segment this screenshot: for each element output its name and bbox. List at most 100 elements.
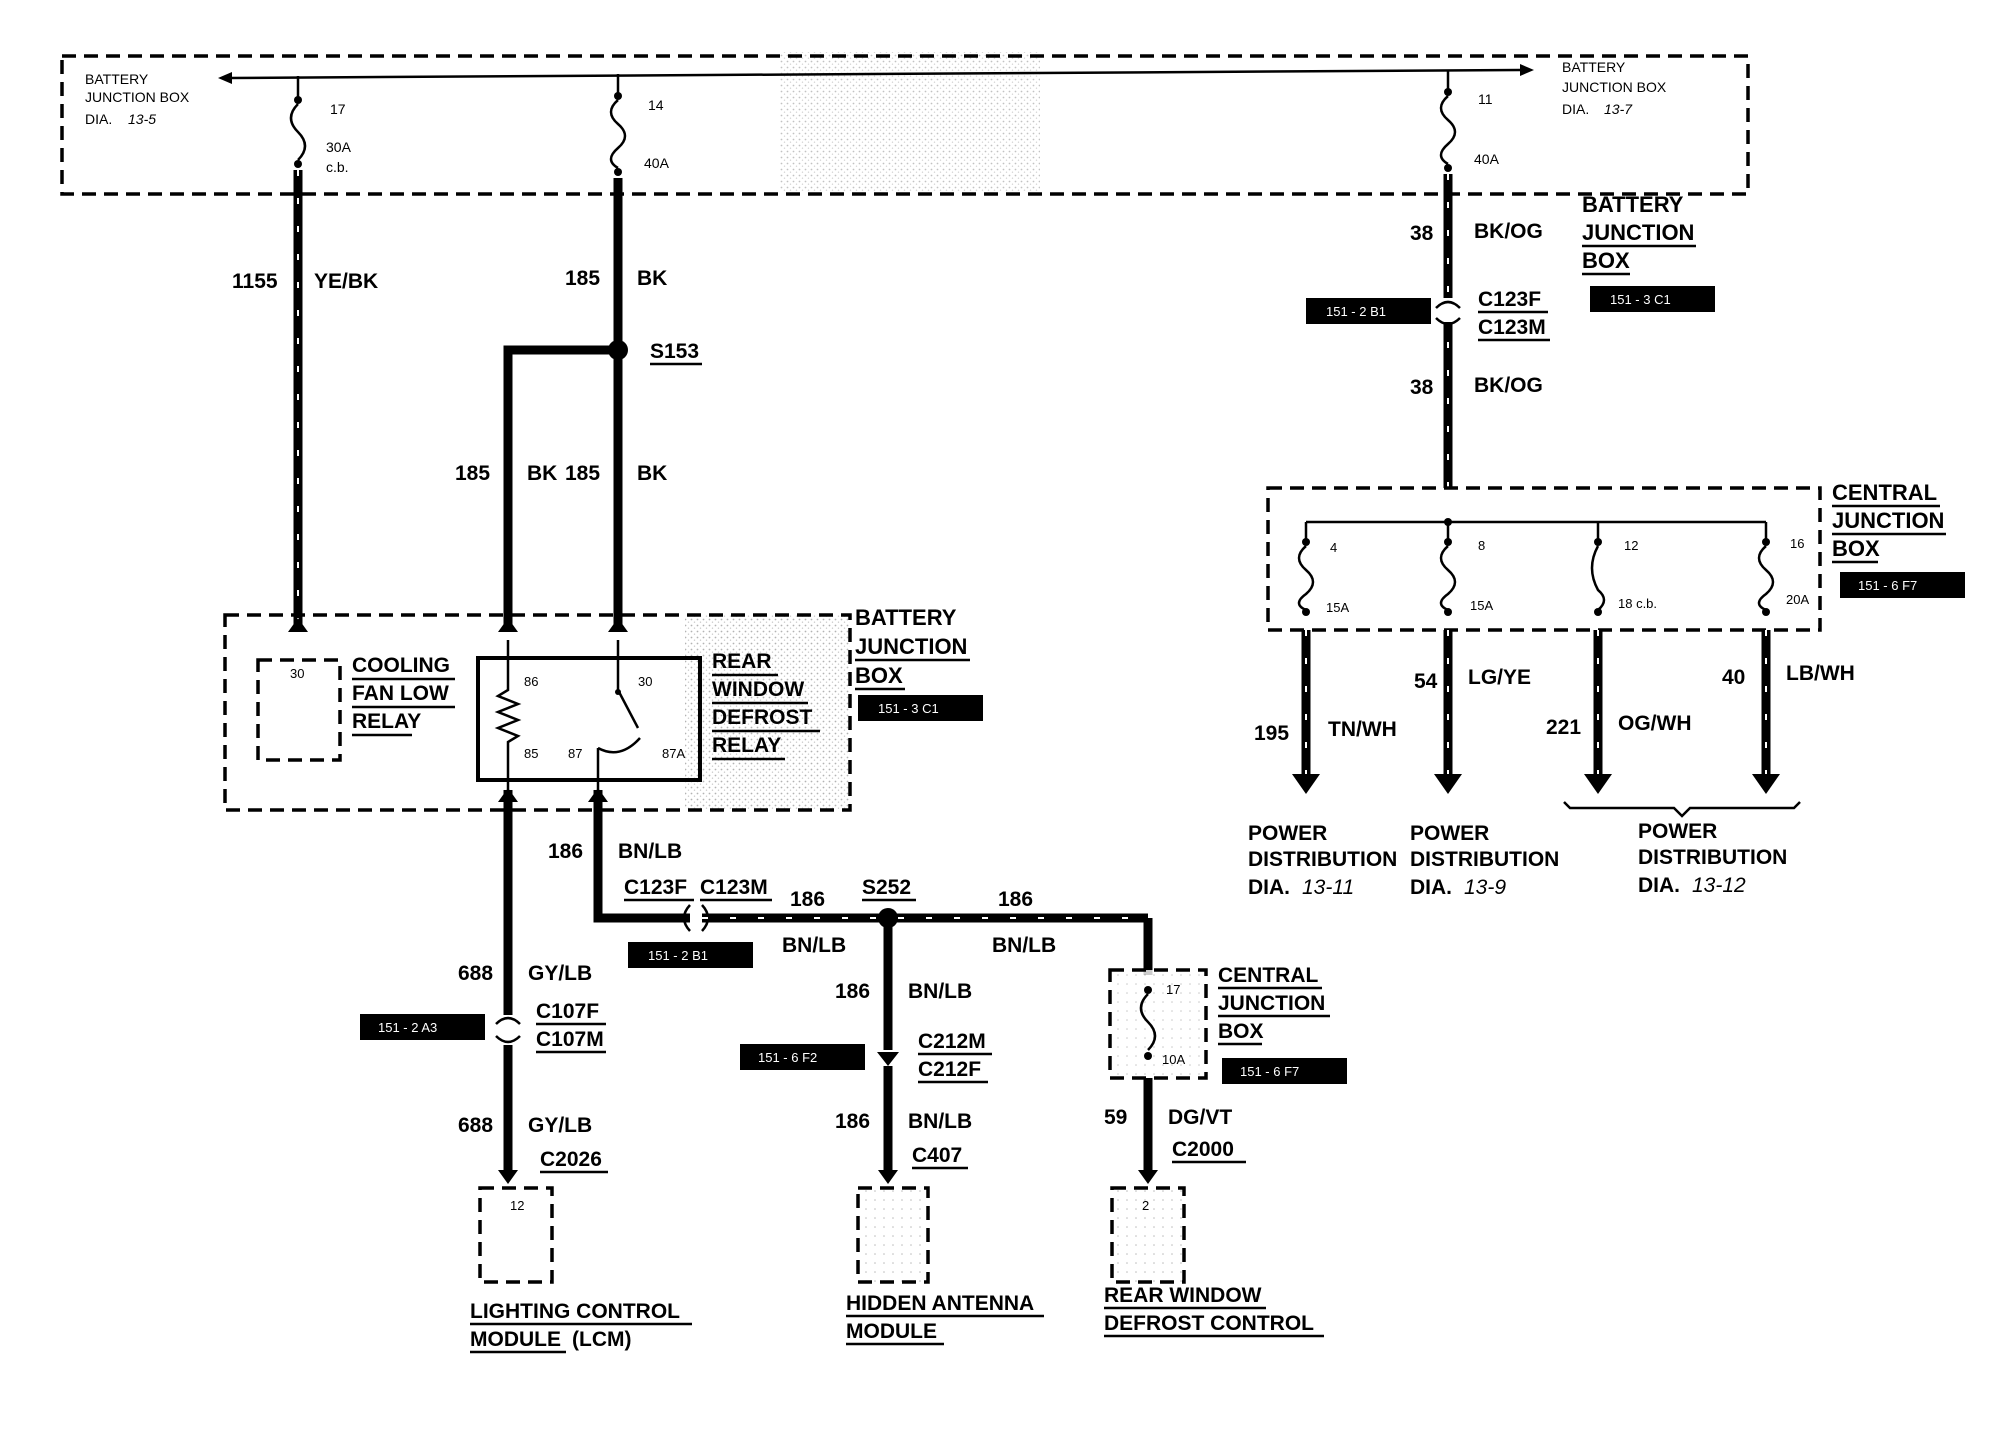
- defrost-relay-label-3: DEFROST: [712, 706, 813, 729]
- shading: [685, 615, 850, 810]
- wire-59-color: DG/VT: [1168, 1106, 1232, 1129]
- box-outline: [60, 54, 1750, 196]
- power-distribution-13-11: POWER DISTRIBUTION DIA. 13-11: [1248, 822, 1397, 899]
- bjb-mid-label-1: BATTERY: [855, 605, 957, 630]
- fuse-17b-num: 17: [1166, 982, 1180, 997]
- wire-1155-circuit: 1155: [232, 270, 278, 293]
- fuse-8-num: 8: [1478, 538, 1485, 553]
- lcm-pin: 12: [510, 1198, 524, 1213]
- bjb-mid-ref-tag: [858, 695, 983, 721]
- cjb-right-label-2: JUNCTION: [1832, 508, 1944, 533]
- wire-54: 54 LG/YE: [1414, 630, 1531, 794]
- defrost-relay-pin-86: 86: [524, 674, 538, 689]
- c107-ref-tag: [360, 1014, 485, 1040]
- wire-38a-color: BK/OG: [1474, 220, 1543, 243]
- wire-221-color: OG/WH: [1618, 712, 1692, 735]
- cjb-bottom-label-1: CENTRAL: [1218, 964, 1318, 987]
- c212-ref: 151 - 6 F2: [758, 1050, 817, 1065]
- wire-185-main: 185 BK: [565, 178, 667, 350]
- wire-186-horizontal: 186 BN/LB 186 BN/LB: [702, 888, 1153, 975]
- bjb-right-ref: BATTERY JUNCTION BOX DIA. 13-7: [1562, 59, 1667, 117]
- fuse-14-rating: 40A: [644, 155, 670, 171]
- wire-195-circuit: 195: [1254, 722, 1289, 745]
- arrow-left-icon: [218, 72, 232, 84]
- cjb-right-ref-tag: [1840, 572, 1965, 598]
- wire-688: 688 GY/LB 688 GY/LB: [458, 788, 592, 1170]
- cooling-relay-label-1: COOLING: [352, 654, 450, 677]
- c107-ref: 151 - 2 A3: [378, 1020, 437, 1035]
- wire-186a-color: BN/LB: [618, 840, 682, 863]
- antenna-label-2: MODULE: [846, 1320, 937, 1343]
- fuse-17-cb: 17 30A c.b.: [289, 76, 352, 175]
- fuse-17b-rating: 10A: [1162, 1052, 1185, 1067]
- cooling-fan-low-relay: 30 COOLING FAN LOW RELAY: [256, 654, 455, 762]
- pd3-dia-prefix: DIA.: [1638, 874, 1680, 897]
- connector-c2026: C2026: [498, 1148, 608, 1184]
- arrow-down-icon: [1752, 774, 1780, 794]
- bjb-left-dia: 13-5: [128, 111, 156, 127]
- relay-switch-icon: [616, 689, 640, 729]
- wire-186-antenna: 186 BN/LB 186 BN/LB: [835, 918, 972, 1170]
- fuse-4: 4 15A: [1297, 522, 1349, 616]
- pd1-label-1: POWER: [1248, 822, 1327, 845]
- wire-221-circuit: 221: [1546, 716, 1581, 739]
- wire-38b-color: BK/OG: [1474, 374, 1543, 397]
- pd1-dia: 13-11: [1302, 876, 1354, 899]
- lighting-control-module: 12 LIGHTING CONTROL MODULE (LCM): [470, 1186, 692, 1354]
- connector-c107: C107F C107M 151 - 2 A3: [360, 1000, 606, 1054]
- wire-221: 221 OG/WH: [1546, 630, 1692, 794]
- wire-185c-color: BK: [637, 462, 667, 485]
- wire-40: 40 LB/WH: [1722, 630, 1855, 794]
- cjb-bottom-ref: 151 - 6 F7: [1240, 1064, 1299, 1079]
- central-junction-box-bottom: 17 10A CENTRAL JUNCTION BOX 151 - 6 F7: [1108, 964, 1347, 1084]
- bjb-left-ref: BATTERY JUNCTION BOX DIA. 13-5: [85, 71, 190, 127]
- wire-195-color: TN/WH: [1328, 718, 1397, 741]
- wire-185-branch: 185 BK: [455, 345, 618, 632]
- connector-c123m-top: C123M: [1478, 316, 1546, 339]
- bjb-top-label-2: JUNCTION: [1582, 220, 1694, 245]
- cooling-relay-label-2: FAN LOW: [352, 682, 449, 705]
- splice-s153-label: S153: [650, 340, 699, 363]
- connector-c407: C407: [878, 1144, 968, 1184]
- wire-688b-color: GY/LB: [528, 1114, 592, 1137]
- wire-186d-color: BN/LB: [908, 980, 972, 1003]
- wire-40-color: LB/WH: [1786, 662, 1855, 685]
- cjb-bottom-ref-tag: [1222, 1058, 1347, 1084]
- lcm-label-2b: (LCM): [572, 1328, 631, 1351]
- splice-s252-label: S252: [862, 876, 911, 899]
- fuse-8: 8 15A: [1439, 518, 1493, 616]
- wire-186c-color: BN/LB: [992, 934, 1056, 957]
- cooling-relay-label-3: RELAY: [352, 710, 421, 733]
- wire-185b-color: BK: [527, 462, 557, 485]
- bjb-right-dia-prefix: DIA.: [1562, 101, 1589, 117]
- hidden-antenna-module: HIDDEN ANTENNA MODULE: [846, 1186, 1044, 1346]
- defrost-relay-pin-30: 30: [638, 674, 652, 689]
- connector-c2000-label: C2000: [1172, 1138, 1234, 1161]
- bjb-right-dia: 13-7: [1604, 101, 1633, 117]
- bjb-right-title-2: JUNCTION BOX: [1562, 79, 1667, 95]
- defrost-relay-label-2: WINDOW: [712, 678, 804, 701]
- fuse-14-num: 14: [648, 97, 664, 113]
- fuse-12-rating: 18 c.b.: [1618, 596, 1657, 611]
- power-distribution-13-12: POWER DISTRIBUTION DIA. 13-12: [1638, 820, 1787, 897]
- wire-186-relay: 186 BN/LB: [548, 788, 690, 923]
- defrost-ctrl-label-2: DEFROST CONTROL: [1104, 1312, 1314, 1335]
- wire-688a-color: GY/LB: [528, 962, 592, 985]
- brace: [1563, 801, 1801, 818]
- coil-icon: [494, 688, 522, 748]
- arrow-down-icon: [1584, 774, 1612, 794]
- wire-186c-circuit: 186: [998, 888, 1033, 911]
- power-distribution-13-9: POWER DISTRIBUTION DIA. 13-9: [1410, 822, 1559, 899]
- wire-185b-circuit: 185: [455, 462, 490, 485]
- defrost-ctrl-label-1: REAR WINDOW: [1104, 1284, 1262, 1307]
- defrost-relay-pin-87a: 87A: [662, 746, 685, 761]
- pd3-label-1: POWER: [1638, 820, 1717, 843]
- fuse-17-rating: 30A: [326, 139, 352, 155]
- wire-688a-circuit: 688: [458, 962, 493, 985]
- connector-c407-label: C407: [912, 1144, 962, 1167]
- defrost-relay-label-4: RELAY: [712, 734, 781, 757]
- wire-688b-circuit: 688: [458, 1114, 493, 1137]
- antenna-label-1: HIDDEN ANTENNA: [846, 1292, 1034, 1315]
- wire-185a-color: BK: [637, 267, 667, 290]
